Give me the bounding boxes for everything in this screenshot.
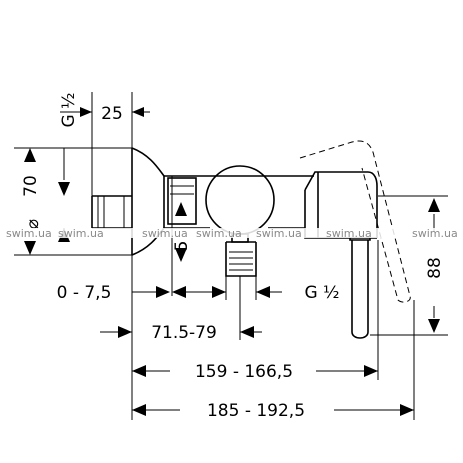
dim-71-79-label: 71.5-79 — [151, 323, 217, 343]
dimension-185 — [132, 300, 415, 420]
dim-159-label: 159 - 166,5 — [195, 362, 293, 382]
dimension-25 — [60, 92, 150, 196]
dimension-offset — [132, 276, 282, 300]
watermark-1: swim.ua — [6, 227, 52, 240]
dim-88-label: 88 — [425, 257, 445, 279]
g-half-top-label: G ½ — [59, 92, 79, 127]
dimension-159 — [132, 240, 379, 380]
diameter-symbol: ⌀ — [23, 219, 43, 229]
lever-handle — [304, 171, 378, 339]
watermark-6: swim.ua — [326, 227, 372, 240]
dimension-71-79 — [100, 255, 262, 420]
outlet-connection — [225, 241, 257, 277]
watermark-5: swim.ua — [256, 227, 302, 240]
inlet-pipe — [91, 195, 132, 229]
dim-185-label: 185 - 192,5 — [207, 401, 305, 421]
watermark-3: swim.ua — [142, 227, 188, 240]
lever-alt-position — [299, 140, 411, 303]
watermark-band — [0, 228, 463, 238]
dim-5-label: 5 — [172, 241, 192, 252]
watermark-2: swim.ua — [58, 227, 104, 240]
dim-25-label: 25 — [101, 104, 123, 124]
watermark-4: swim.ua — [196, 227, 242, 240]
watermark-7: swim.ua — [412, 227, 458, 240]
g-half-bottom-label: G ½ — [304, 283, 339, 303]
dim-offset-label: 0 - 7,5 — [57, 283, 112, 303]
dim-70-label: 70 — [21, 175, 41, 197]
